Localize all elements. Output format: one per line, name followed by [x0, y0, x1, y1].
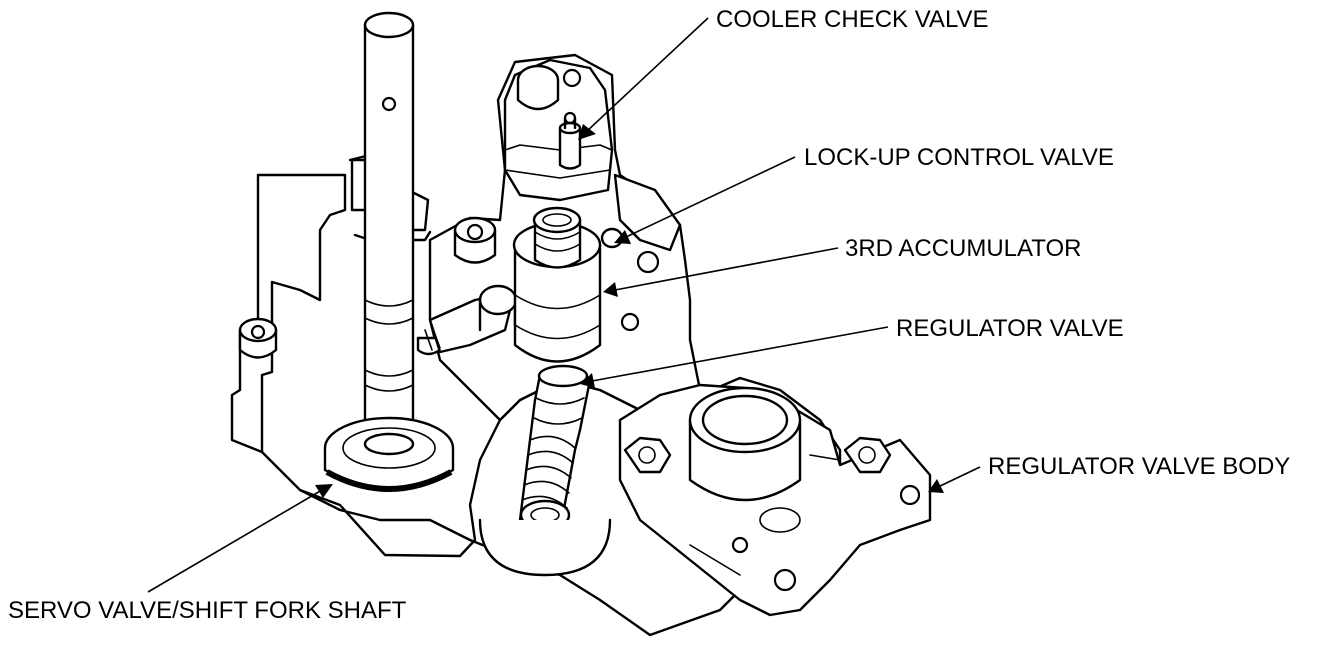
arrow-regulator-valve — [580, 373, 595, 388]
arrow-servo-valve-shift-fork-shaft — [315, 484, 333, 498]
leader-lockup-control-valve — [623, 156, 796, 239]
third-accumulator — [512, 206, 602, 363]
leader-regulator-valve-body — [937, 466, 981, 488]
label-third-accumulator: 3RD ACCUMULATOR — [845, 235, 1081, 262]
arrow-third-accumulator — [603, 282, 618, 297]
callout-labels: COOLER CHECK VALVE LOCK-UP CONTROL VALVE… — [8, 6, 1290, 624]
leader-servo-valve-shift-fork-shaft — [147, 489, 323, 593]
leader-regulator-valve — [591, 326, 889, 382]
leader-cooler-check-valve — [585, 17, 709, 133]
leader-third-accumulator — [614, 247, 839, 291]
leader-lines — [147, 17, 981, 593]
label-cooler-check-valve: COOLER CHECK VALVE — [716, 6, 989, 33]
arrow-regulator-valve-body — [928, 479, 944, 493]
arrow-cooler-check-valve — [578, 124, 596, 140]
regulator-valve-body — [618, 383, 932, 617]
label-regulator-valve: REGULATOR VALVE — [896, 315, 1124, 342]
label-servo-valve-shift-fork-shaft: SERVO VALVE/SHIFT FORK SHAFT — [8, 597, 407, 624]
regulator-valve — [478, 364, 612, 577]
label-lockup-control-valve: LOCK-UP CONTROL VALVE — [804, 144, 1114, 171]
servo-valve-shift-fork-shaft — [323, 11, 455, 492]
label-regulator-valve-body: REGULATOR VALVE BODY — [988, 453, 1290, 480]
arrow-lockup-control-valve — [614, 230, 631, 244]
